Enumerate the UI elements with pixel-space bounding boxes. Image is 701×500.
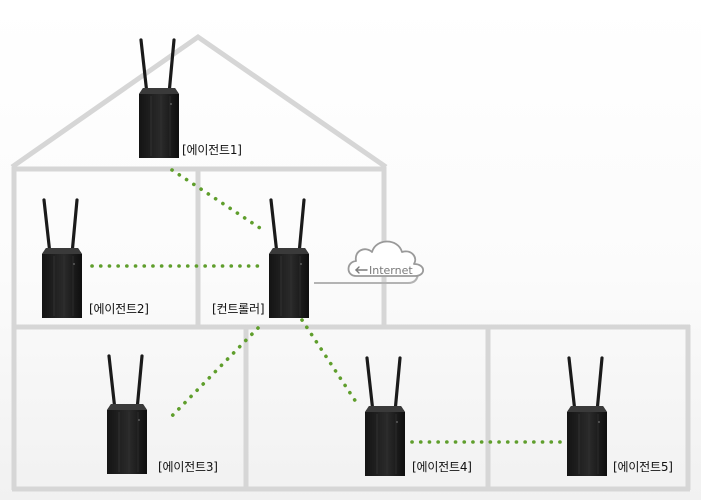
controller-label: [컨트롤러] <box>212 302 265 316</box>
agent3-router-icon <box>105 354 149 476</box>
internet-uplink: Internet <box>314 240 425 284</box>
link-controller-agent4 <box>300 318 360 407</box>
agent3-label: [에이전트3] <box>158 460 218 474</box>
agent2-router-icon <box>40 198 84 320</box>
cloud-icon <box>347 240 425 277</box>
agent4-router-icon <box>363 356 407 478</box>
house-outline <box>10 33 691 492</box>
agent2-label: [에이전트2] <box>89 302 149 316</box>
link-agent1-controller <box>170 168 268 234</box>
mesh-links <box>90 168 564 444</box>
internet-label: Internet <box>369 264 413 277</box>
agent1-label: [에이전트1] <box>182 143 242 157</box>
agent1-router-icon <box>137 38 181 160</box>
agent4-label: [에이전트4] <box>412 460 472 474</box>
agent5-router-icon <box>565 356 609 478</box>
controller-router-icon <box>267 198 311 320</box>
roof-line <box>10 33 388 170</box>
arrow-left-icon <box>355 266 368 274</box>
agent5-label: [에이전트5] <box>613 460 673 474</box>
